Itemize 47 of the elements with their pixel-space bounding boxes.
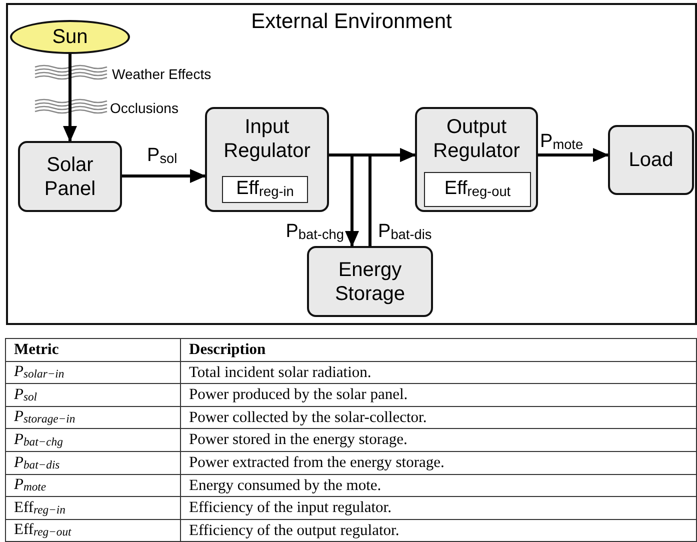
table-cell: P$_{solar−in}$: [6, 361, 180, 384]
box-label: Solar Panel: [43, 152, 97, 200]
environment-frame: [6, 3, 697, 325]
edge-label: P$_{mote}$: [540, 132, 584, 152]
process-box: [18, 141, 122, 212]
table-cell: Power extracted from the energy storage.: [180, 451, 696, 474]
column-header: Metric: [6, 338, 180, 362]
table-cell: P$_{sol}$: [6, 384, 180, 406]
table-cell: Total incident solar radiation.: [180, 361, 696, 384]
box-label: Output Regulator: [432, 115, 521, 163]
table-cell: Eff$_{reg−in}$: [6, 496, 180, 520]
edge-label: P$_{bat-chg}$: [286, 222, 344, 242]
table-cell: P$_{bat−dis}$: [6, 451, 180, 474]
box-label: Energy Storage: [334, 258, 406, 306]
arrow: [538, 148, 609, 162]
box-label: Sun: [52, 25, 88, 49]
efficiency-box: [424, 172, 531, 207]
edge-label: P$_{bat-dis}$: [378, 222, 432, 242]
table-cell: Eff$_{reg−out}$: [6, 519, 180, 542]
annotation-text: Weather Effects: [112, 66, 212, 82]
process-box: [415, 107, 538, 212]
edge-label: P$_{sol}$: [147, 146, 178, 166]
arrow: [122, 169, 206, 183]
efficiency-label: Eff$_{reg-in}$: [236, 178, 294, 201]
sun-ellipse: [10, 20, 130, 54]
process-box: [307, 246, 433, 317]
table-cell: Efficiency of the input regulator.: [180, 496, 696, 520]
table-cell: P$_{storage−in}$: [6, 406, 180, 429]
efficiency-box: [222, 176, 308, 203]
table-cell: P$_{mote}$: [6, 474, 180, 497]
box-label: Load: [628, 148, 674, 172]
table-cell: Power produced by the solar panel.: [180, 384, 696, 406]
annotation-text: Occlusions: [110, 100, 178, 116]
process-box: [608, 125, 694, 195]
table-cell: Power collected by the solar-collector.: [180, 406, 696, 429]
arrow: [368, 148, 416, 246]
frame-title: External Environment: [251, 9, 452, 34]
table-cell: Energy consumed by the mote.: [180, 474, 696, 497]
table-cell: P$_{bat−chg}$: [6, 428, 180, 452]
arrow: [63, 54, 77, 142]
box-label: Input Regulator: [222, 115, 312, 163]
column-header: Description: [180, 338, 696, 362]
table-cell: Efficiency of the output regulator.: [180, 519, 696, 542]
arrow: [329, 154, 359, 247]
table-cell: Power stored in the energy storage.: [180, 428, 696, 452]
efficiency-label: Eff$_{reg-out}$: [444, 178, 511, 201]
process-box: [205, 107, 329, 212]
